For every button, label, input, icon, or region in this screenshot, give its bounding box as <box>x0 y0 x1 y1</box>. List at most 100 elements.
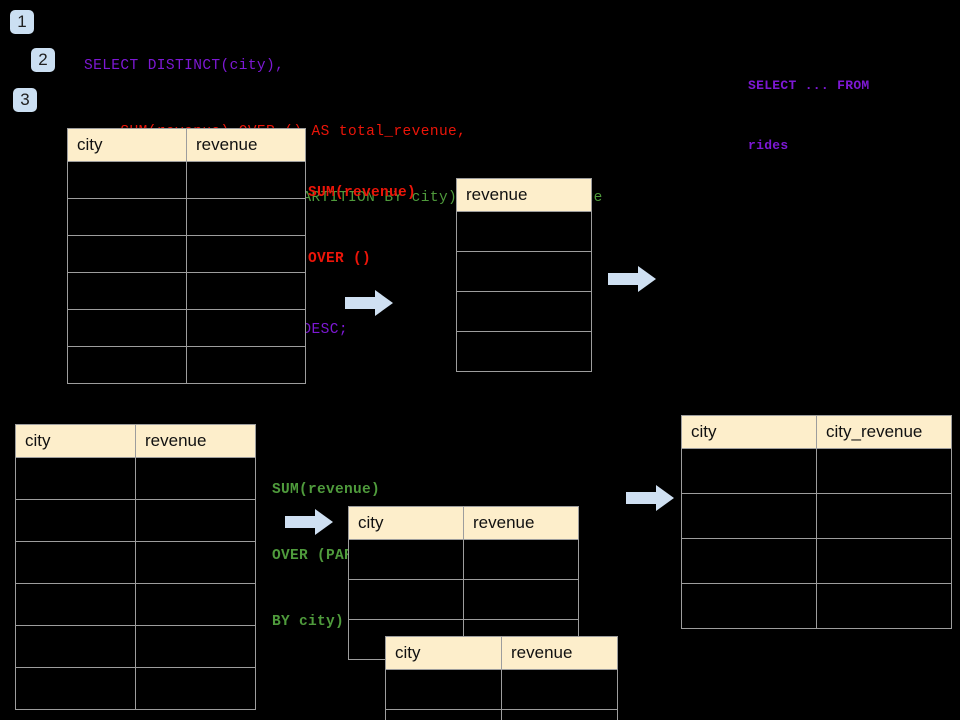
table-cell <box>456 291 592 332</box>
table-cell <box>816 493 952 539</box>
table-cell <box>463 579 579 620</box>
table-header-row: revenue <box>456 178 592 212</box>
column-header-revenue: revenue <box>501 636 618 670</box>
table-header-row: city revenue <box>15 424 256 458</box>
sql-line-1: SELECT DISTINCT(city), <box>84 58 285 74</box>
annotation-select-from-line-2: rides <box>748 138 789 153</box>
arrow-total-to-result <box>608 266 656 292</box>
table-row <box>456 331 592 372</box>
step-badge-1: 1 <box>10 10 34 34</box>
table-header-row: city revenue <box>385 636 618 670</box>
table-row <box>456 211 592 252</box>
table-row <box>67 235 306 273</box>
table-cell <box>348 579 464 620</box>
total-revenue-table: revenue <box>456 178 592 372</box>
annotation-sum-over-all-line-1: SUM(revenue) <box>308 185 417 201</box>
column-header-revenue: revenue <box>463 506 579 540</box>
table-cell <box>186 272 306 310</box>
table-header-row: city city_revenue <box>681 415 952 449</box>
table-cell <box>816 538 952 584</box>
table-row <box>681 448 952 494</box>
table-cell <box>135 667 256 710</box>
table-row <box>385 709 618 720</box>
table-cell <box>681 583 817 629</box>
source-table-bottom: city revenue <box>15 424 256 710</box>
annotation-select-from-line-1: SELECT ... FROM <box>748 78 870 93</box>
column-header-city: city <box>348 506 464 540</box>
table-cell <box>385 709 502 720</box>
table-cell <box>135 499 256 542</box>
table-cell <box>135 457 256 500</box>
column-header-city-revenue: city_revenue <box>816 415 952 449</box>
table-row <box>15 541 256 584</box>
table-row <box>681 538 952 584</box>
table-header-row: city revenue <box>348 506 579 540</box>
table-row <box>67 198 306 236</box>
table-row <box>681 583 952 629</box>
table-cell <box>385 669 502 710</box>
table-cell <box>456 211 592 252</box>
column-header-revenue: revenue <box>186 128 306 162</box>
table-cell <box>15 583 136 626</box>
annotation-sum-over-partition-line-3: BY city) <box>272 614 345 630</box>
result-table: city city_revenue <box>681 415 952 629</box>
table-cell <box>348 539 464 580</box>
table-cell <box>67 309 187 347</box>
table-cell <box>15 499 136 542</box>
table-row <box>67 309 306 347</box>
table-row <box>15 457 256 500</box>
arrow-partition-to-result <box>626 485 674 511</box>
table-cell <box>816 448 952 494</box>
table-cell <box>186 235 306 273</box>
column-header-city: city <box>15 424 136 458</box>
table-row <box>67 272 306 310</box>
table-cell <box>186 161 306 199</box>
annotation-select-from: SELECT ... FROM rides <box>748 36 870 196</box>
table-cell <box>67 198 187 236</box>
column-header-city: city <box>67 128 187 162</box>
table-row <box>385 669 618 710</box>
table-cell <box>456 251 592 292</box>
table-header-row: city revenue <box>67 128 306 162</box>
table-cell <box>15 541 136 584</box>
step-badge-3: 3 <box>13 88 37 112</box>
table-cell <box>816 583 952 629</box>
table-cell <box>186 309 306 347</box>
table-cell <box>456 331 592 372</box>
table-cell <box>67 346 187 384</box>
table-row <box>15 625 256 668</box>
table-row <box>67 161 306 199</box>
table-cell <box>501 709 618 720</box>
table-cell <box>15 667 136 710</box>
partition-table-front: city revenue <box>385 636 618 720</box>
column-header-revenue: revenue <box>456 178 592 212</box>
table-cell <box>67 272 187 310</box>
column-header-city: city <box>385 636 502 670</box>
table-row <box>67 346 306 384</box>
table-row <box>681 493 952 539</box>
table-cell <box>135 583 256 626</box>
table-cell <box>681 493 817 539</box>
arrow-source-to-total <box>345 290 393 316</box>
step-badge-2: 2 <box>31 48 55 72</box>
table-cell <box>135 625 256 668</box>
table-row <box>456 251 592 292</box>
table-cell <box>186 346 306 384</box>
table-cell <box>15 625 136 668</box>
table-cell <box>15 457 136 500</box>
annotation-sum-over-all: SUM(revenue) OVER () <box>308 138 416 314</box>
table-row <box>15 583 256 626</box>
table-row <box>15 499 256 542</box>
table-row <box>15 667 256 710</box>
table-cell <box>681 538 817 584</box>
annotation-sum-over-all-line-2: OVER () <box>308 251 372 267</box>
table-cell <box>67 161 187 199</box>
table-row <box>456 291 592 332</box>
table-cell <box>67 235 187 273</box>
annotation-sum-over-partition-line-1: SUM(revenue) <box>272 482 381 498</box>
table-cell <box>135 541 256 584</box>
table-row <box>348 539 579 580</box>
column-header-city: city <box>681 415 817 449</box>
arrow-source-to-partition <box>285 509 333 535</box>
